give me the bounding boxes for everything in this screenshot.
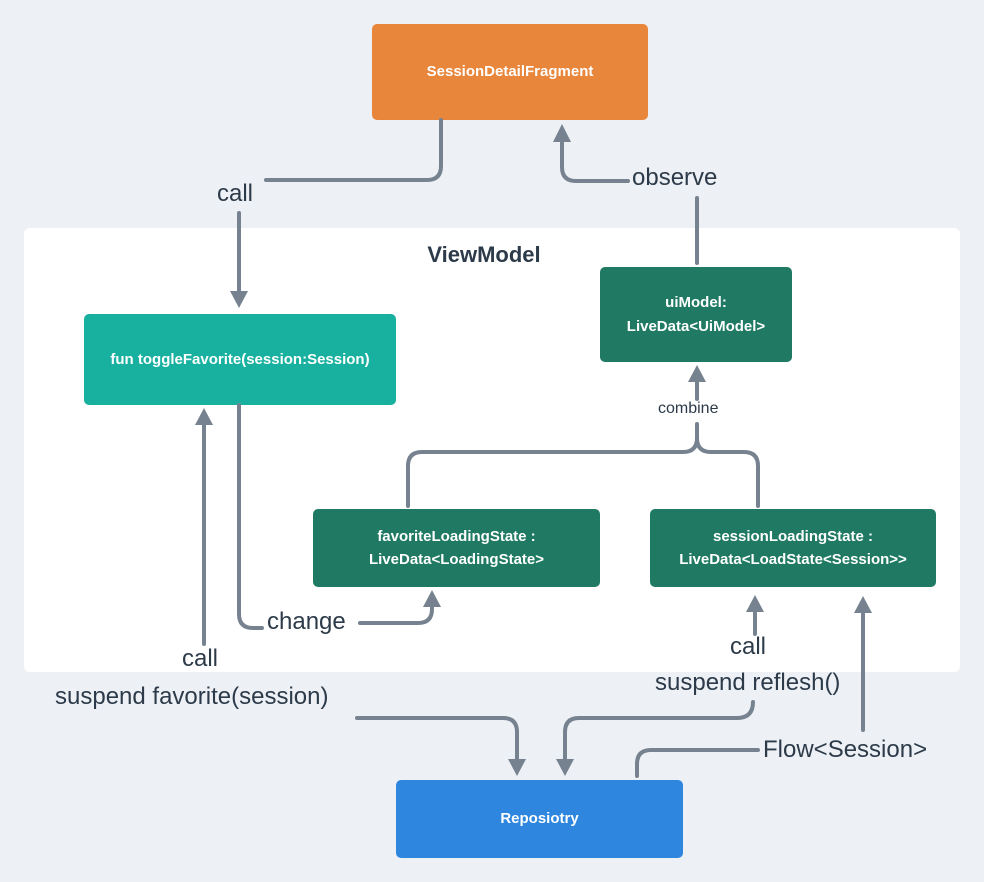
viewmodel-title: ViewModel	[427, 242, 541, 267]
edge-label-call-right: call	[730, 633, 767, 660]
node-session-detail-fragment-label: SessionDetailFragment	[426, 63, 594, 81]
edge-label-call-left: call	[182, 645, 219, 672]
node-repository-label: Reposiotry	[500, 810, 579, 828]
node-session-loading-state: sessionLoadingState : LiveData<LoadState…	[650, 509, 936, 587]
edge-label-suspend-favorite: suspend favorite(session)	[55, 683, 329, 710]
node-toggle-favorite: fun toggleFavorite(session:Session)	[84, 314, 396, 405]
node-ui-model: uiModel: LiveData<UiModel>	[600, 267, 792, 362]
arrow-into-repository-left	[508, 759, 526, 776]
node-repository: Reposiotry	[396, 780, 683, 858]
node-ui-model-line1: uiModel:	[665, 294, 727, 312]
wire-suspend-favorite-to-repo	[355, 716, 519, 762]
edge-label-observe: observe	[632, 164, 718, 191]
node-session-detail-fragment: SessionDetailFragment	[372, 24, 648, 120]
node-favorite-loading-state-line2: LiveData<LoadingState>	[368, 551, 545, 568]
node-ui-model-line2: LiveData<UiModel>	[626, 317, 766, 335]
node-toggle-favorite-label: fun toggleFavorite(session:Session)	[110, 350, 370, 368]
node-session-loading-state-line1: sessionLoadingState :	[712, 527, 874, 545]
edge-label-combine: combine	[658, 400, 719, 417]
wire-fragment-to-call	[264, 118, 443, 182]
edge-label-change: change	[267, 608, 346, 635]
arrow-into-repository-center	[556, 759, 574, 776]
edge-label-flow-session: Flow<Session>	[763, 736, 928, 763]
wire-repo-to-flow	[635, 748, 760, 778]
node-session-loading-state-line2: LiveData<LoadState<Session>>	[679, 551, 907, 568]
arrow-into-fragment	[553, 124, 571, 142]
node-favorite-loading-state-line1: favoriteLoadingState :	[377, 527, 536, 545]
node-favorite-loading-state: favoriteLoadingState : LiveData<LoadingS…	[313, 509, 600, 587]
viewmodel-container	[24, 228, 960, 672]
edge-label-call-top: call	[217, 180, 254, 207]
wire-suspend-reflesh-to-repo	[563, 700, 755, 762]
edge-label-suspend-reflesh: suspend reflesh()	[655, 669, 841, 696]
wire-observe-to-fragment	[560, 141, 630, 183]
